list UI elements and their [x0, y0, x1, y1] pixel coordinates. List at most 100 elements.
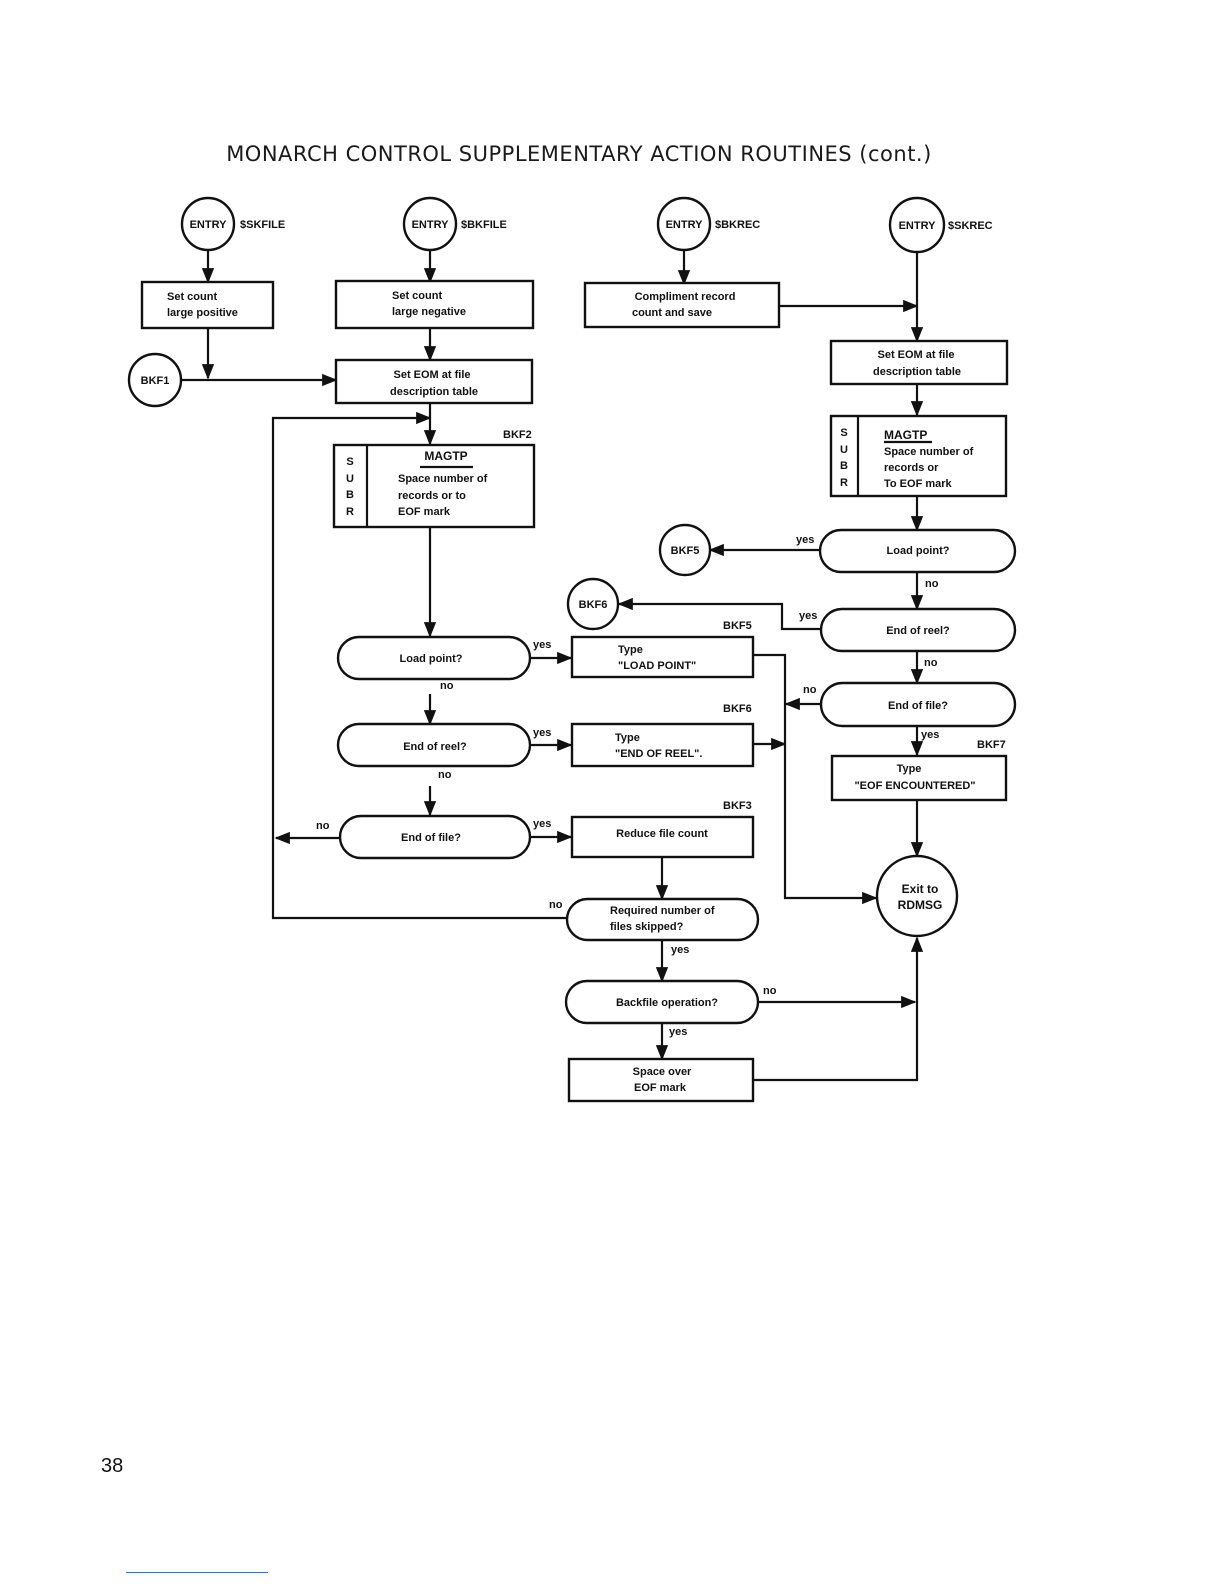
exit-rdmsg: Exit to RDMSG	[875, 854, 959, 938]
box-type-load-point: Type "LOAD POINT"	[570, 635, 755, 679]
svg-text:U: U	[840, 444, 848, 456]
branch-labels: yes yes yes no no no no yes no yes yes n…	[316, 534, 939, 1038]
branch-no: no	[316, 820, 330, 832]
box-set-count-positive: Set count large positive	[140, 280, 275, 330]
page-number: 38	[101, 1455, 124, 1477]
svg-text:Set count: Set count	[392, 290, 442, 302]
entry-label: ENTRY	[412, 219, 450, 231]
svg-text:Required number of: Required number of	[610, 905, 715, 917]
subroutine-magtp-right: S U B R MAGTP Space number of records or…	[829, 414, 1008, 498]
entry-name-bkfile: $BKFILE	[461, 219, 507, 231]
svg-text:"LOAD POINT": "LOAD POINT"	[618, 660, 696, 672]
branch-no: no	[440, 680, 454, 692]
svg-text:Backfile operation?: Backfile operation?	[616, 997, 718, 1009]
branch-no: no	[803, 684, 817, 696]
label-bkf2: BKF2	[503, 429, 532, 441]
svg-text:Compliment record: Compliment record	[635, 291, 736, 303]
svg-text:large positive: large positive	[167, 307, 238, 319]
svg-text:"EOF ENCOUNTERED": "EOF ENCOUNTERED"	[854, 780, 975, 792]
svg-text:description table: description table	[390, 386, 478, 398]
connector-bkf6: BKF6	[566, 577, 620, 631]
branch-yes: yes	[671, 944, 689, 956]
decision-end-of-reel-right: End of reel?	[819, 607, 1017, 653]
entry-skrec: ENTRY $SKREC	[888, 196, 993, 254]
svg-text:End of reel?: End of reel?	[886, 625, 950, 637]
svg-text:Load point?: Load point?	[887, 545, 950, 557]
svg-text:Type: Type	[897, 763, 922, 775]
branch-no: no	[438, 769, 452, 781]
branch-no: no	[924, 657, 938, 669]
subroutine-name: MAGTP	[424, 449, 467, 463]
svg-text:Set EOM at file: Set EOM at file	[393, 369, 470, 381]
subroutine-name: MAGTP	[884, 428, 927, 442]
box-set-eom-left: Set EOM at file description table	[334, 358, 534, 405]
svg-text:EOF mark: EOF mark	[398, 506, 451, 518]
svg-text:Exit to: Exit to	[902, 882, 939, 896]
decision-end-of-reel-left: End of reel?	[336, 722, 532, 768]
branch-no: no	[549, 899, 563, 911]
svg-text:Space over: Space over	[633, 1066, 692, 1078]
svg-text:S: S	[346, 456, 353, 468]
page-title: MONARCH CONTROL SUPPLEMENTARY ACTION ROU…	[226, 142, 932, 166]
svg-text:To EOF mark: To EOF mark	[884, 478, 953, 490]
box-reduce-file-count: Reduce file count	[570, 815, 755, 859]
svg-text:large negative: large negative	[392, 306, 466, 318]
svg-text:End of reel?: End of reel?	[403, 741, 467, 753]
subroutine-magtp-left: S U B R MAGTP Space number of records or…	[332, 443, 536, 529]
box-space-over-eof: Space over EOF mark	[567, 1057, 755, 1103]
svg-text:EOF mark: EOF mark	[634, 1082, 687, 1094]
svg-text:S: S	[840, 427, 847, 439]
footer-rule	[126, 1572, 268, 1573]
svg-text:R: R	[840, 477, 848, 489]
svg-text:R: R	[346, 506, 354, 518]
entry-name-skfile: $SKFILE	[240, 219, 285, 231]
entry-name-skrec: $SKREC	[948, 220, 993, 232]
svg-text:Space number of: Space number of	[398, 473, 488, 485]
svg-text:"END OF REEL".: "END OF REEL".	[615, 748, 702, 760]
branch-yes: yes	[796, 534, 814, 546]
label-bkf5: BKF5	[723, 620, 752, 632]
svg-text:description table: description table	[873, 366, 961, 378]
svg-text:records or to: records or to	[398, 490, 466, 502]
branch-yes: yes	[669, 1026, 687, 1038]
branch-no: no	[925, 578, 939, 590]
box-type-end-of-reel: Type "END OF REEL".	[570, 722, 755, 768]
svg-text:RDMSG: RDMSG	[898, 898, 943, 912]
svg-text:Load point?: Load point?	[400, 653, 463, 665]
svg-text:count and save: count and save	[632, 307, 712, 319]
box-set-count-negative: Set count large negative	[334, 279, 535, 330]
branch-yes: yes	[533, 818, 551, 830]
decision-end-of-file-right: End of file?	[819, 681, 1017, 728]
branch-no: no	[763, 985, 777, 997]
box-type-eof-encountered: Type "EOF ENCOUNTERED"	[830, 754, 1008, 802]
decision-end-of-file-left: End of file?	[338, 814, 532, 860]
connector-bkf1: BKF1	[127, 352, 183, 408]
branch-yes: yes	[533, 639, 551, 651]
label-bkf6: BKF6	[723, 703, 752, 715]
svg-text:B: B	[346, 489, 354, 501]
branch-yes: yes	[533, 727, 551, 739]
svg-text:B: B	[840, 460, 848, 472]
svg-text:Reduce file count: Reduce file count	[616, 828, 708, 840]
svg-text:End of file?: End of file?	[888, 700, 948, 712]
svg-text:Set count: Set count	[167, 291, 217, 303]
label-bkf7: BKF7	[977, 739, 1006, 751]
box-set-eom-right: Set EOM at file description table	[829, 339, 1009, 386]
svg-text:BKF6: BKF6	[579, 599, 608, 611]
connector-bkf5: BKF5	[658, 523, 712, 577]
svg-text:Type: Type	[618, 644, 643, 656]
entry-label: ENTRY	[190, 219, 228, 231]
decision-required-files-skipped: Required number of files skipped?	[565, 897, 760, 942]
entry-bkfile: ENTRY $BKFILE	[402, 196, 507, 252]
branch-yes: yes	[799, 610, 817, 622]
entry-label: ENTRY	[666, 219, 704, 231]
svg-text:records or: records or	[884, 462, 939, 474]
box-compliment-record: Compliment record count and save	[583, 281, 781, 329]
entry-label: ENTRY	[899, 220, 937, 232]
decision-load-point-right: Load point?	[818, 528, 1017, 574]
branch-yes: yes	[921, 729, 939, 741]
svg-text:End of file?: End of file?	[401, 832, 461, 844]
entry-name-bkrec: $BKREC	[715, 219, 760, 231]
svg-text:Type: Type	[615, 732, 640, 744]
